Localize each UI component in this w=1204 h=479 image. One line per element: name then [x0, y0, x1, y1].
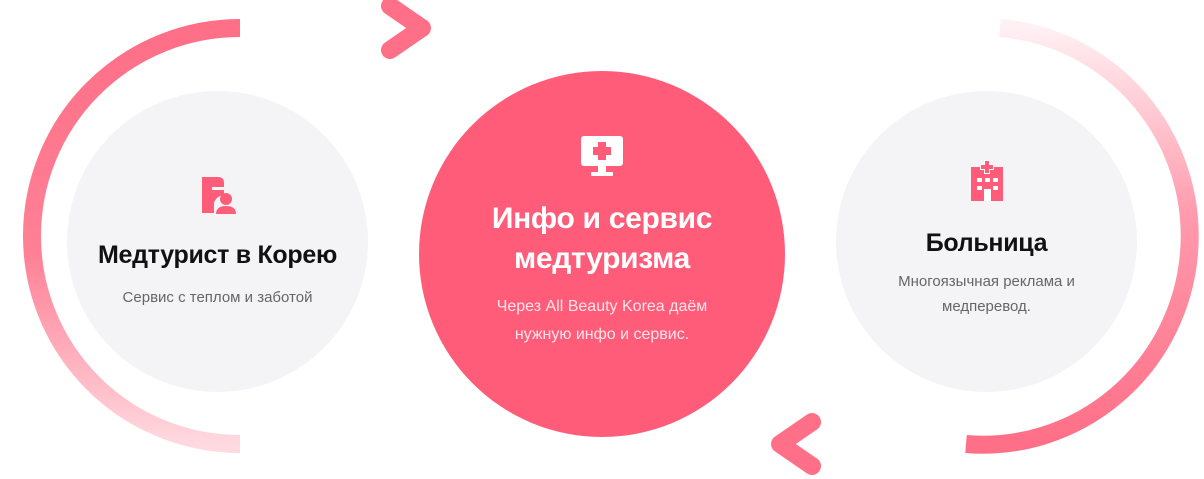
loop-left-arc	[23, 19, 241, 453]
medical-monitor-icon	[581, 136, 623, 176]
node-title: Инфо и сервис медтуризма	[491, 199, 713, 279]
node-description: Многоязычная реклама и медперевод.	[898, 269, 1075, 319]
node-title: Медтурист в Корею	[97, 241, 338, 269]
node-title-line: медтуризма	[513, 242, 691, 275]
node-description-line: Через All Beauty Korea даём	[496, 298, 708, 315]
node-description: Через All Beauty Korea даём нужную инфо …	[497, 293, 708, 349]
node-description-line: нужную инфо и сервис.	[514, 326, 690, 343]
node-description-line: медперевод.	[942, 298, 1031, 315]
loop-top-arrowhead	[381, 0, 431, 59]
medical-tourist-icon	[201, 177, 236, 214]
node-description: Сервис с теплом и заботой	[123, 285, 313, 310]
node-hospital: Больница Многоязычная реклама и медперев…	[836, 91, 1137, 392]
loop-right-arc	[965, 19, 1199, 454]
node-title-line: Инфо и сервис	[491, 202, 713, 235]
hospital-building-icon	[970, 160, 1003, 201]
node-description-line: Сервис с теплом и заботой	[122, 289, 313, 306]
loop-bottom-arrowhead	[771, 413, 821, 475]
node-medical-tourist: Медтурист в Корею Сервис с теплом и забо…	[67, 91, 368, 392]
node-description-line: Многоязычная реклама и	[898, 273, 1075, 290]
node-title: Больница	[925, 229, 1048, 257]
node-medtourism-info-service: Инфо и сервис медтуризма Через All Beaut…	[419, 71, 785, 437]
